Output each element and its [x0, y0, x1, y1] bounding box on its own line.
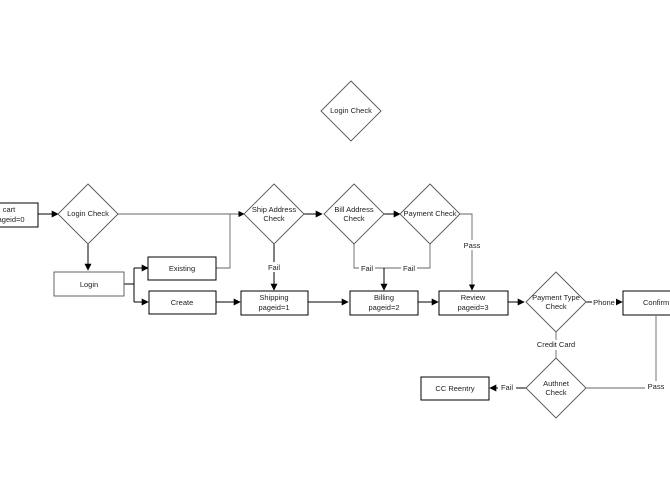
- ship-check-line1: Ship Address: [252, 205, 296, 214]
- label-fail-payment: Fail: [403, 264, 415, 273]
- cc-reentry-box: CC Reentry: [420, 376, 490, 401]
- label-fail-ship: Fail: [268, 263, 280, 272]
- shipping-box: Shipping pageid=1: [240, 290, 309, 316]
- edge-authnet-pass: [586, 316, 657, 389]
- legend-login-check: Login Check: [320, 80, 382, 142]
- confirm-label: Confirm: [643, 298, 669, 307]
- payment-check-decision: Payment Check: [399, 183, 461, 245]
- payment-check-label: Payment Check: [404, 209, 457, 218]
- start-box-line1: cart: [3, 205, 16, 214]
- review-line2: pageid=3: [457, 303, 488, 312]
- create-box: Create: [148, 290, 217, 315]
- label-phone: Phone: [593, 298, 615, 307]
- review-box: Review pageid=3: [438, 290, 509, 316]
- login-box: Login: [53, 271, 125, 297]
- billing-line2: pageid=2: [368, 303, 399, 312]
- login-check-decision: Login Check: [57, 183, 119, 245]
- review-line1: Review: [461, 293, 486, 302]
- cc-reentry-label: CC Reentry: [435, 384, 474, 393]
- shipping-line1: Shipping: [259, 293, 288, 302]
- legend-login-check-label: Login Check: [330, 106, 372, 115]
- label-pass-payment: Pass: [464, 241, 481, 250]
- edge-payment-fail-path: [384, 244, 431, 269]
- ship-check-line2: Check: [263, 214, 285, 223]
- authnet-check-decision: Authnet Check: [525, 357, 587, 419]
- ship-address-check-decision: Ship Address Check: [243, 183, 305, 245]
- login-label: Login: [80, 280, 98, 289]
- start-box-line2: pageid=0: [0, 215, 25, 224]
- start-box: cart pageid=0: [0, 202, 39, 228]
- bill-check-line1: Bill Address: [334, 205, 373, 214]
- billing-box: Billing pageid=2: [349, 290, 419, 316]
- billing-line1: Billing: [374, 293, 394, 302]
- label-fail-bill: Fail: [361, 264, 373, 273]
- label-credit-card: Credit Card: [537, 340, 575, 349]
- login-check-label: Login Check: [67, 209, 109, 218]
- edge-labels: Fail Fail Fail Pass Phone Credit Card Pa…: [266, 240, 667, 393]
- existing-label: Existing: [169, 264, 195, 273]
- payment-type-line2: Check: [545, 302, 567, 311]
- edge-payment-pass: [460, 213, 476, 291]
- label-fail-authnet: Fail: [501, 383, 513, 392]
- bill-address-check-decision: Bill Address Check: [323, 183, 385, 245]
- bill-check-line2: Check: [343, 214, 365, 223]
- confirm-box: Confirm: [622, 290, 670, 316]
- authnet-line1: Authnet: [543, 379, 570, 388]
- label-pass-authnet: Pass: [648, 382, 665, 391]
- existing-box: Existing: [147, 256, 217, 281]
- authnet-line2: Check: [545, 388, 567, 397]
- create-label: Create: [171, 298, 194, 307]
- payment-type-line1: Payment Type: [532, 293, 580, 302]
- payment-type-check-decision: Payment Type Check: [525, 271, 587, 333]
- edge-existing-to-ship-check: [216, 214, 231, 269]
- shipping-line2: pageid=1: [258, 303, 289, 312]
